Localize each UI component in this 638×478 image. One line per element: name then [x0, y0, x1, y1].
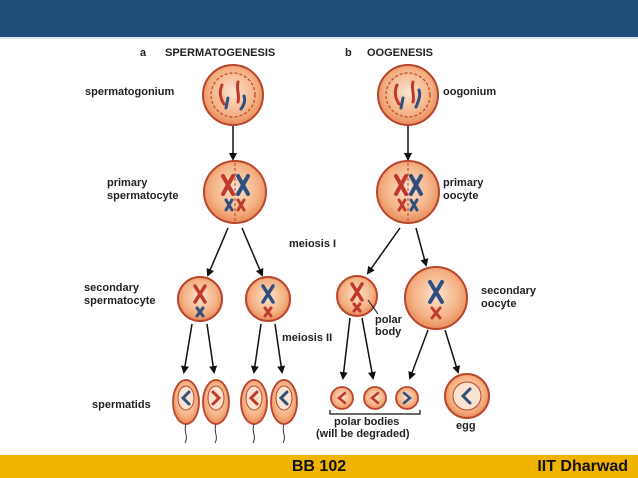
- label-spermatogonium: spermatogonium: [85, 86, 174, 98]
- primary-oocyte-cell: [376, 160, 440, 224]
- panel-a-letter: a: [140, 47, 147, 59]
- spermatid-1: [172, 379, 200, 444]
- polar-body-small-3: [395, 386, 419, 410]
- polar-body-small-1: [330, 386, 354, 410]
- arrow-oocyte-to-polar-2: [408, 329, 429, 380]
- label-spermatids: spermatids: [92, 399, 151, 411]
- header-divider: [0, 37, 638, 39]
- first-polar-body-cell: [336, 275, 378, 317]
- label-primary-oocyte-2: oocyte: [443, 190, 478, 202]
- spermatid-4: [270, 379, 298, 444]
- course-code: BB 102: [291, 458, 347, 475]
- secondary-spermatocyte-left-cell: [177, 276, 223, 322]
- label-primary-spermatocyte-1: primary: [107, 177, 148, 189]
- label-meiosis-ii: meiosis II: [282, 332, 332, 344]
- oogonium-cell: [377, 64, 439, 126]
- arrow-oocyte-to-polar-body: [366, 227, 401, 275]
- arrow-polar-body-split-1: [339, 317, 351, 380]
- label-secondary-oocyte-1: secondary: [481, 285, 537, 297]
- label-secondary-spermatocyte-2: spermatocyte: [84, 295, 156, 307]
- label-meiosis-i: meiosis I: [289, 238, 336, 250]
- secondary-oocyte-cell: [404, 266, 468, 330]
- label-primary-spermatocyte-2: spermatocyte: [107, 190, 179, 202]
- polar-bodies-bracket: [329, 410, 421, 415]
- spermatid-2: [202, 379, 230, 444]
- arrow-primary-to-secondary-left: [206, 227, 229, 277]
- label-oogonium: oogonium: [443, 86, 496, 98]
- label-polar-body-1: polar: [375, 314, 403, 326]
- spermatogonium-cell: [202, 64, 264, 126]
- institution-name: IIT Dharwad: [537, 458, 628, 475]
- secondary-spermatocyte-right-cell: [245, 276, 291, 322]
- footer-bar: [0, 455, 638, 478]
- polar-body-small-2: [363, 386, 387, 410]
- label-primary-oocyte-1: primary: [443, 177, 484, 189]
- arrow-primary-to-secondary-right: [241, 227, 264, 277]
- arrow-oocyte-to-egg: [444, 329, 461, 374]
- arrow-meiosis-ii-2: [206, 323, 218, 374]
- arrow-meiosis-ii-3: [250, 323, 262, 374]
- header-bar: [0, 0, 638, 37]
- panel-b-title: OOGENESIS: [367, 47, 433, 59]
- arrow-polar-body-split-2: [361, 317, 376, 380]
- label-secondary-spermatocyte-1: secondary: [84, 282, 140, 294]
- panel-a-title: SPERMATOGENESIS: [165, 47, 275, 59]
- polar-body-pointer: [367, 299, 379, 315]
- arrow-meiosis-ii-4: [274, 323, 286, 374]
- label-polar-bodies-1: polar bodies: [334, 416, 399, 428]
- egg-cell: [444, 373, 490, 419]
- spermatid-3: [240, 379, 268, 444]
- panel-b-letter: b: [345, 47, 352, 59]
- label-polar-body-2: body: [375, 326, 402, 338]
- label-secondary-oocyte-2: oocyte: [481, 298, 516, 310]
- arrow-oocyte-to-secondary-oocyte: [415, 227, 429, 267]
- arrow-meiosis-ii-1: [181, 323, 193, 374]
- primary-spermatocyte-cell: [203, 160, 267, 224]
- label-polar-bodies-2: (will be degraded): [316, 428, 410, 440]
- label-egg: egg: [456, 420, 476, 432]
